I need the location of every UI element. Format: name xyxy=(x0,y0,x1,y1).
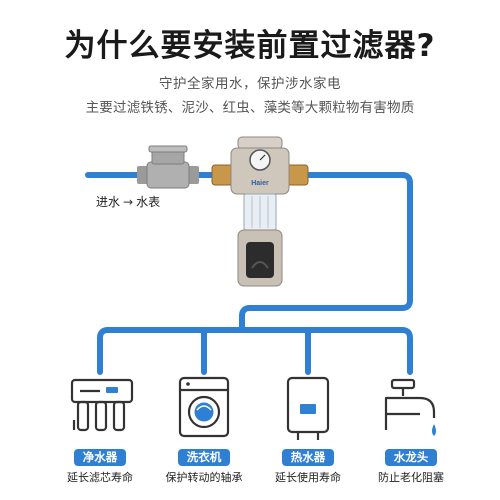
flow-label: 进水 → 水表 xyxy=(96,193,160,210)
page-title: 为什么要安装前置过滤器? xyxy=(64,28,436,64)
branch-pipe xyxy=(97,327,413,375)
appliance-benefit-purifier: 延长滤芯寿命 xyxy=(67,471,133,484)
faucet-icon xyxy=(384,378,436,436)
appliance-benefit-heater: 延长使用寿命 xyxy=(275,471,341,484)
water-heater-icon xyxy=(286,376,330,440)
appliance-name-faucet: 水龙头 xyxy=(385,449,437,466)
arrow-right-icon: → xyxy=(123,194,134,209)
appliance-benefit-faucet: 防止老化阻塞 xyxy=(378,471,444,484)
pre-filter-icon: Haier xyxy=(211,136,309,287)
outlet-pipe xyxy=(239,172,413,333)
pipe-network xyxy=(85,172,413,375)
appliance-name-washer: 洗衣机 xyxy=(178,449,230,466)
meter-label: 水表 xyxy=(136,195,161,209)
appliance-name-purifier: 净水器 xyxy=(74,449,126,466)
inlet-label: 进水 xyxy=(96,195,121,209)
subtitle-line-2: 主要过滤铁锈、泥沙、红虫、藻类等大颗粒物有害物质 xyxy=(85,100,415,116)
brand-logo: Haier xyxy=(251,180,269,187)
washing-machine-icon xyxy=(178,376,230,438)
subtitle-line-1: 守护全家用水，保护涉水家电 xyxy=(159,76,341,92)
water-meter-icon xyxy=(137,145,199,189)
appliance-name-heater: 热水器 xyxy=(282,449,334,466)
water-purifier-icon xyxy=(70,378,134,432)
appliance-benefit-washer: 保护转动的轴承 xyxy=(165,471,243,484)
